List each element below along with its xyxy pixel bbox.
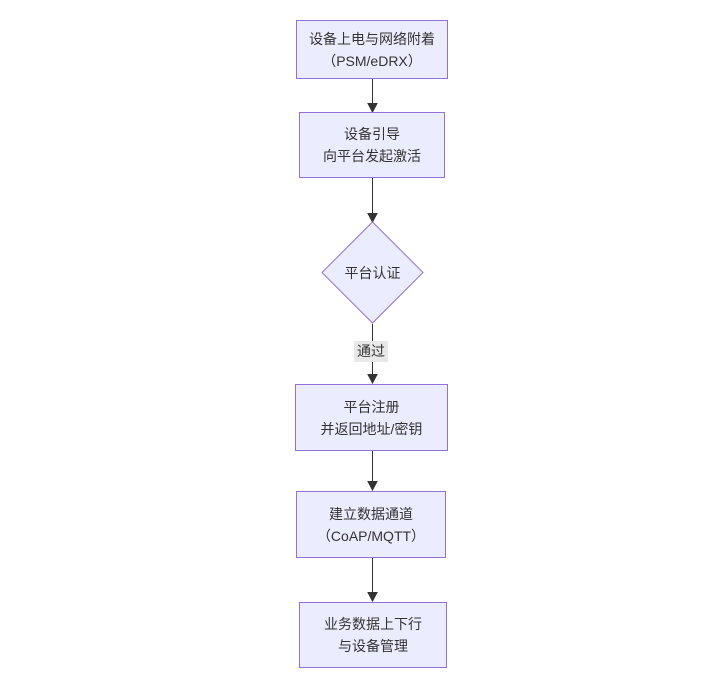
- node-data-channel-line2: （CoAP/MQTT）: [316, 527, 426, 544]
- node-data-channel-line1: 建立数据通道: [329, 505, 413, 522]
- node-business-data: 业务数据上下行 与设备管理: [299, 602, 447, 668]
- node-platform-auth-label: 平台认证: [344, 264, 401, 281]
- node-power-on-line1: 设备上电与网络附着: [309, 30, 435, 47]
- edge-label-pass: 通过: [354, 341, 388, 362]
- node-platform-register-line1: 平台注册: [343, 398, 400, 415]
- arrowhead-1-icon: [367, 103, 378, 114]
- node-bootstrap-line1: 设备引导: [344, 126, 400, 142]
- node-platform-auth: 平台认证: [320, 220, 425, 325]
- node-business-data-line2: 与设备管理: [338, 638, 408, 654]
- node-business-data-line1: 业务数据上下行: [324, 616, 422, 632]
- node-power-on: 设备上电与网络附着 （PSM/eDRX）: [296, 20, 448, 79]
- arrowhead-5-icon: [367, 592, 378, 603]
- node-data-channel: 建立数据通道 （CoAP/MQTT）: [296, 491, 446, 558]
- node-power-on-line2: （PSM/eDRX）: [322, 52, 422, 69]
- arrowhead-4-icon: [367, 481, 378, 492]
- arrowhead-3-icon: [367, 374, 378, 385]
- node-platform-register-line2: 并返回地址/密钥: [320, 420, 423, 437]
- diamond-shape: [321, 221, 424, 324]
- node-bootstrap-line2: 向平台发起激活: [323, 148, 421, 164]
- node-bootstrap: 设备引导 向平台发起激活: [299, 112, 445, 178]
- node-platform-register: 平台注册 并返回地址/密钥: [295, 384, 448, 451]
